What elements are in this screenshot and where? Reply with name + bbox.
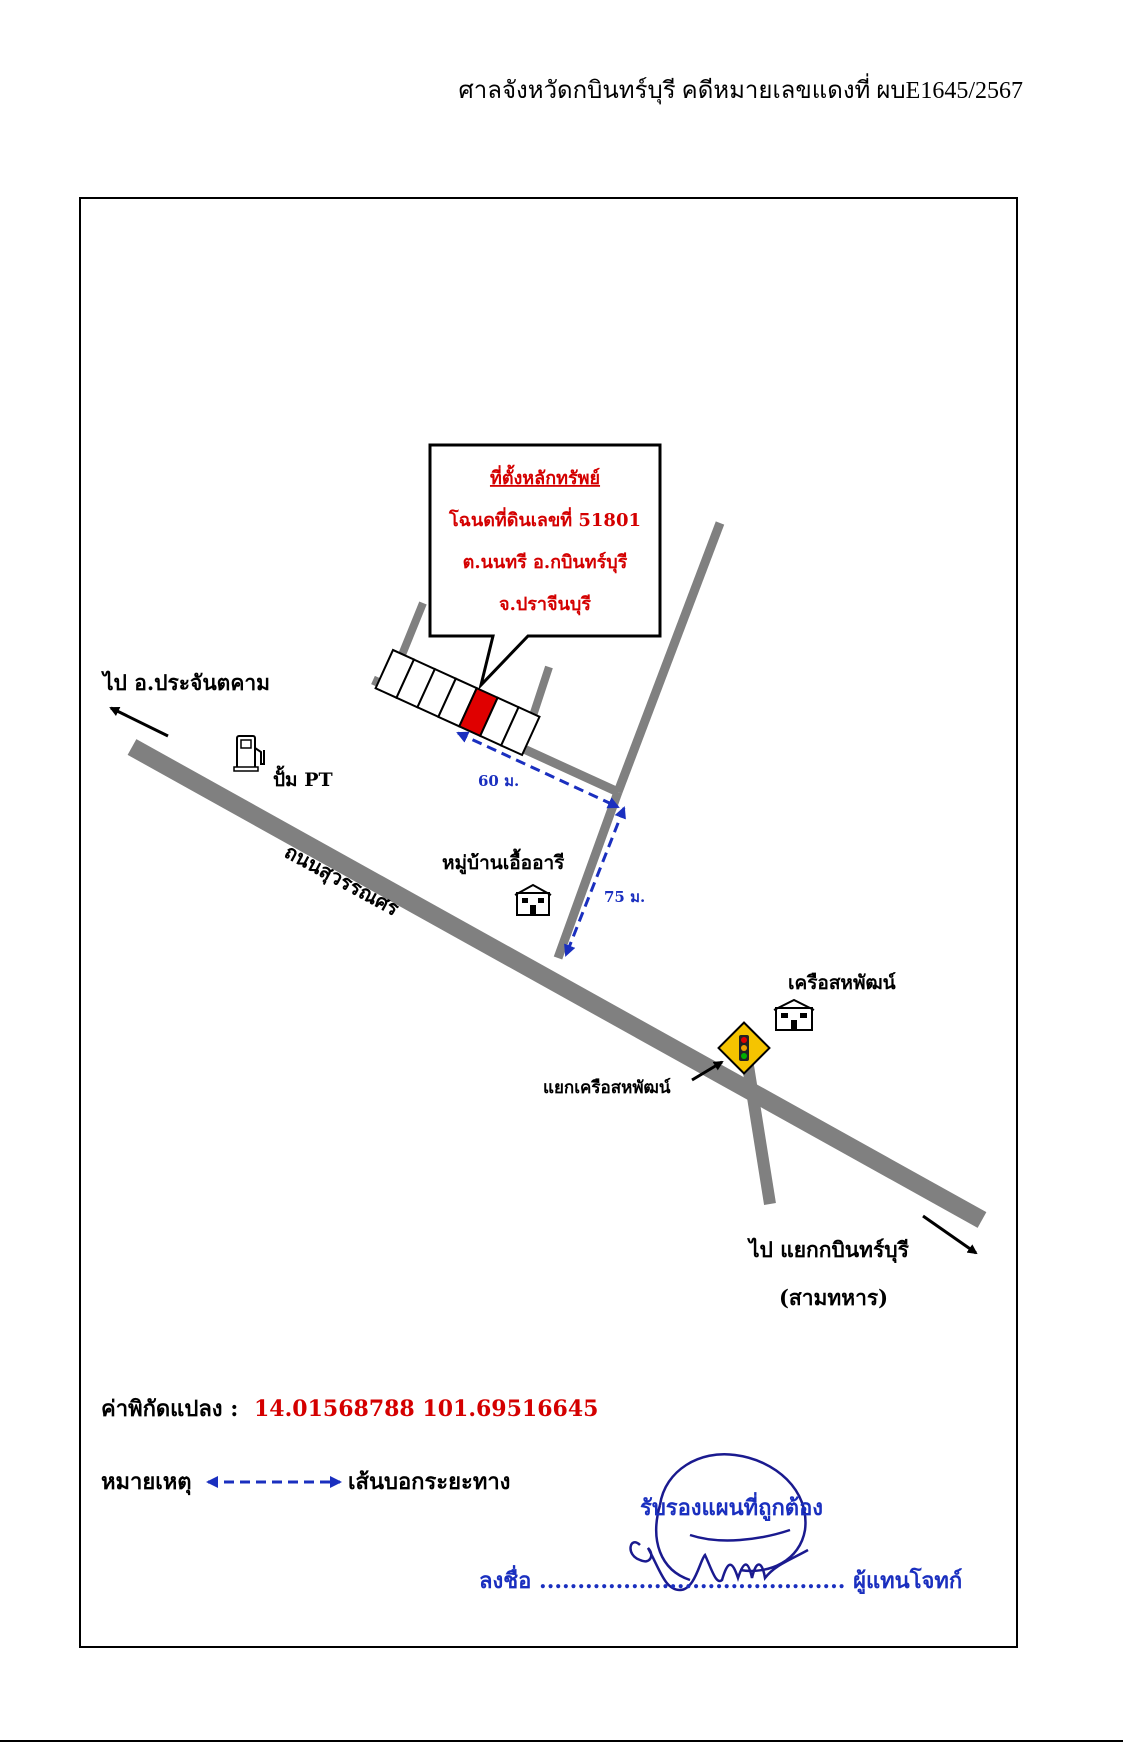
distance-label-60m: 60 ม. [478,772,519,790]
distance-label-75m: 75 ม. [604,888,645,906]
sign-dots: ........................................ [539,1568,845,1594]
label-to-kabinburi: ไป แยกกบินทร์บุรี [747,1237,910,1264]
callout-province: จ.ปราจีนบุรี [499,594,591,616]
legend-description: เส้นบอกระยะทาง [348,1469,510,1495]
certification-text: รับรองแผนที่ถูกต้อง [640,1491,823,1522]
callout-deed: โฉนดที่ดินเลขที่ 51801 [448,507,641,531]
coordinates-value: 14.01568788 101.69516645 [254,1396,598,1422]
arrow-to-kabinburi [922,1214,978,1255]
sign-label: ลงชื่อ [479,1564,531,1594]
distance-line-60m [456,731,620,809]
signature-stamp [629,1453,809,1592]
callout-subdistrict: ต.นนทรี อ.กบินทร์บุรี [463,551,628,574]
coordinates-line: ค่าพิกัดแปลง : 14.01568788 101.69516645 [101,1396,598,1422]
label-village: หมู่บ้านเอื้ออารี [442,848,565,875]
distance-line-75m [564,806,626,957]
label-junction: แยกเครือสหพัฒน์ [543,1077,671,1098]
label-to-kabinburi-sub: (สามทหาร) [779,1285,888,1310]
callout-title: ที่ตั้งหลักทรัพย์ [490,464,600,489]
arrow-to-junction [691,1060,724,1082]
label-to-prachantakham: ไป อ.ประจันตคาม [101,670,270,695]
signature-line: ลงชื่อ .................................… [479,1564,962,1595]
legend-title: หมายเหตุ [101,1469,192,1496]
coordinates-label: ค่าพิกัดแปลง : [101,1396,238,1422]
traffic-light-icon [717,1021,771,1075]
sign-role: ผู้แทนโจทก์ [853,1567,962,1595]
label-sahaphat: เครือสหพัฒน์ [788,972,896,994]
south-branch-road [739,1046,776,1205]
bottom-rule [0,1740,1123,1742]
property-plots [374,648,541,757]
case-number-header: ศาลจังหวัดกบินทร์บุรี คดีหมายเลขแดงที่ ผ… [458,78,1023,104]
gas-station-icon [233,735,265,772]
sahaphat-building-icon [773,998,815,1031]
village-road [553,790,623,960]
callout-box [428,443,662,691]
north-road [613,521,725,794]
arrow-to-prachantakham [109,706,169,738]
map-frame [79,197,1018,1648]
village-building-icon [514,883,552,916]
main-road [127,739,987,1228]
label-gas-station: ปั้ม PT [273,765,333,791]
